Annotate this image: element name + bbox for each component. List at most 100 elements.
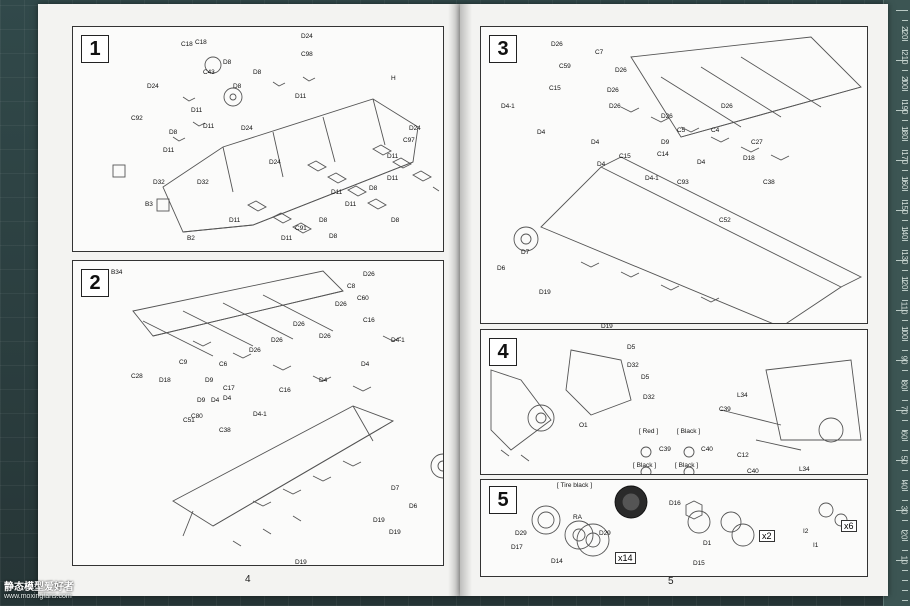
ruler-tick [902, 40, 908, 41]
quantity-x2: x2 [759, 530, 775, 542]
ruler-tick [902, 220, 908, 221]
ruler-number: 130 [899, 251, 909, 265]
ruler-number: 170 [899, 151, 909, 165]
ruler-tick [902, 590, 908, 591]
ruler-tick [902, 450, 908, 451]
ruler-tick [902, 340, 908, 341]
step3-part-label: D19 [601, 323, 613, 330]
step3-part-label: D18 [743, 155, 755, 162]
black-paint-note: [ Black ] [677, 428, 701, 435]
step1-part-label: B3 [145, 201, 153, 208]
ruler-number: 40 [899, 480, 909, 490]
step3-part-label: D6 [497, 265, 506, 272]
ruler-number: 80 [899, 380, 909, 390]
step1-part-label: D24 [147, 83, 159, 90]
ruler-number: 220 [899, 26, 909, 40]
step2-part-label: D19 [373, 517, 385, 524]
step1-part-label: D11 [295, 93, 307, 100]
ruler-tick [896, 60, 908, 61]
step1-part-label: D8 [329, 233, 338, 240]
ruler-tick [902, 490, 908, 491]
step1-part-label: D8 [223, 59, 232, 66]
step2-part-label: D19 [389, 529, 401, 536]
step2-part-label: D4 [361, 361, 370, 368]
ruler-tick [902, 270, 908, 271]
ruler-number: 100 [899, 326, 909, 340]
step1-part-label: D11 [191, 107, 203, 114]
step2-part-label: D26 [249, 347, 261, 354]
step3-part-label: C7 [595, 49, 604, 56]
step1-part-label: D11 [229, 217, 241, 224]
ruler-tick [902, 440, 908, 441]
ruler-tick [902, 130, 908, 131]
ruler-tick [902, 30, 908, 31]
ruler-tick [902, 180, 908, 181]
step1-part-label: C18 [195, 39, 207, 46]
ruler-tick [902, 320, 908, 321]
step3-part-label: D26 [721, 103, 733, 110]
step4-part-label: D32 [627, 362, 639, 369]
c40-label: C40 [701, 446, 713, 453]
ruler-number: 10 [899, 555, 909, 565]
ruler-tick [902, 170, 908, 171]
step1-part-label: D8 [253, 69, 262, 76]
step2-part-label: D4-1 [253, 411, 267, 418]
step4-part-label: C12 [737, 452, 749, 459]
step3-part-label: D4 [537, 129, 546, 136]
step1-part-label: D8 [233, 83, 242, 90]
ruler-tick [902, 540, 908, 541]
step3-part-label: D4 [597, 161, 606, 168]
step5-part-label: D16 [669, 500, 681, 507]
step1-number: 1 [81, 35, 109, 63]
step3-part-label: D26 [609, 103, 621, 110]
quantity-x6: x6 [841, 520, 857, 532]
step1-part-label: D32 [153, 179, 165, 186]
step4-part-label: D5 [641, 374, 650, 381]
step1-part-label: D24 [301, 33, 313, 40]
step1-part-label: D24 [241, 125, 253, 132]
ruler-number: 150 [899, 201, 909, 215]
step2-part-label: D6 [409, 503, 418, 510]
step2-part-label: C80 [191, 413, 203, 420]
step3-part-label: D7 [521, 249, 530, 256]
step2-part-label: C6 [219, 361, 228, 368]
ruler-tick [902, 480, 908, 481]
step2-part-label: D9 [197, 397, 206, 404]
ruler-tick [902, 470, 908, 471]
ruler-tick [902, 50, 908, 51]
step2-part-label: D26 [271, 337, 283, 344]
ruler-number: 50 [899, 455, 909, 465]
booklet-gutter [448, 4, 472, 596]
ruler-tick [902, 70, 908, 71]
step1-part-label: D11 [281, 235, 293, 242]
ruler-tick [902, 420, 908, 421]
ruler-number: 180 [899, 126, 909, 140]
site-watermark: 静态模型爱好者 www.moxingfans.com [4, 578, 74, 600]
step1-part-label: D11 [387, 175, 399, 182]
step1-part-label: D32 [197, 179, 209, 186]
step1-part-label: D8 [391, 217, 400, 224]
step4-part-label: D32 [643, 394, 655, 401]
step2-part-label: D4 [211, 397, 220, 404]
step3-part-label: C15 [619, 153, 631, 160]
tire-black-note: [ Tire black ] [557, 482, 593, 489]
step2-part-label: C16 [363, 317, 375, 324]
ruler-tick [902, 500, 908, 501]
step2-part-label: C17 [223, 385, 235, 392]
c39-label: C39 [659, 446, 671, 453]
step3-drawing [513, 36, 863, 323]
step1-part-label: C92 [131, 115, 143, 122]
watermark-url: www.moxingfans.com [4, 593, 72, 600]
step2-part-label: D18 [159, 377, 171, 384]
ruler-tick [902, 190, 908, 191]
ruler-tick [902, 20, 908, 21]
step3-part-label: D4-1 [645, 175, 659, 182]
step2-part-label: D19 [295, 559, 307, 566]
step1-part-label: C91 [295, 225, 307, 232]
step2-part-label: D7 [391, 485, 400, 492]
step2-part-label: C38 [219, 427, 231, 434]
step4-part-label: C39 [719, 406, 731, 413]
step3-part-label: C93 [677, 179, 689, 186]
